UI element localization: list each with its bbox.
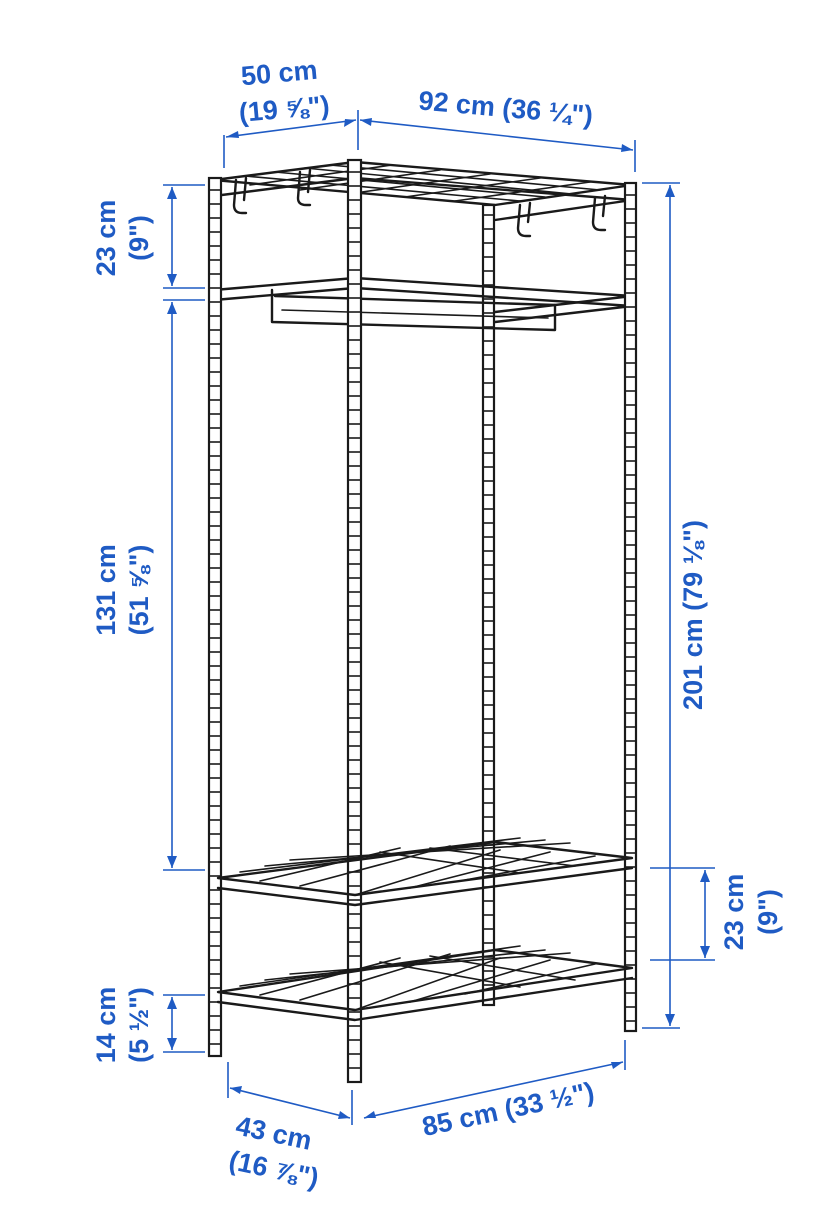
total-height-label: 201 cm (79 ⅛") [678,520,708,710]
floor-gap-metric: 14 cm [91,987,121,1064]
dimension-lines [163,110,715,1125]
lower-shelf-upper [216,837,634,907]
hanging-metric: 131 cm [91,544,121,636]
bottom-gap-metric: 23 cm [719,874,749,951]
depth-top-imperial: (19 ⅝") [238,90,331,128]
left-post [207,176,223,1058]
depth-top-metric: 50 cm [240,55,319,92]
rail-shelf [212,276,634,332]
top-gap-metric: 23 cm [91,200,121,277]
top-shelf [212,160,634,222]
right-front-post [623,181,638,1033]
hooks [232,168,607,238]
top-gap-imperial: (9") [124,215,154,261]
floor-gap-imperial: (5 ½") [124,987,154,1063]
bottom-gap-imperial: (9") [753,889,783,935]
hanging-imperial: (51 ⅝") [124,545,154,636]
front-middle-post [346,158,363,1084]
dimension-labels: 50 cm (19 ⅝") 92 cm (36 ¼") 23 cm (9") 1… [91,55,783,1194]
width-top-label: 92 cm (36 ¼") [417,85,594,130]
shelving-unit [207,158,638,1084]
lower-shelf-bottom [216,945,634,1022]
back-right-post [481,203,496,1007]
